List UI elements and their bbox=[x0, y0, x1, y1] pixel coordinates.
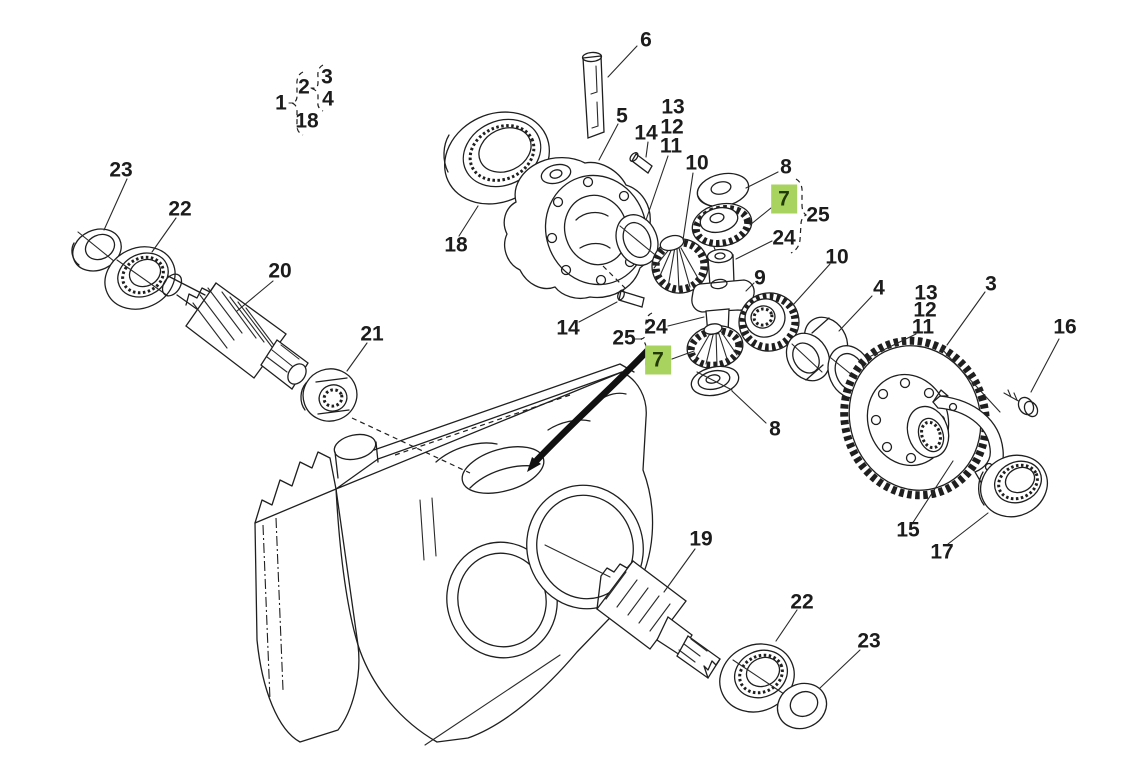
diff-case-5 bbox=[503, 156, 655, 300]
brace-group-1 bbox=[289, 71, 304, 136]
bearing-22-lower bbox=[719, 643, 795, 713]
input-shaft-assembly bbox=[71, 228, 471, 474]
pin-6 bbox=[581, 51, 605, 139]
pinion-shaft-group bbox=[544, 544, 828, 730]
bevel-gear-10-right bbox=[738, 292, 800, 352]
pin-14-lower bbox=[617, 289, 645, 308]
side-gear-7-lower bbox=[686, 323, 744, 369]
shaft-20 bbox=[161, 273, 309, 390]
ring-gear-group bbox=[840, 336, 1048, 518]
washer-stack-upper bbox=[615, 214, 659, 266]
ring-gear-3 bbox=[840, 336, 990, 500]
bearing-17 bbox=[977, 454, 1048, 518]
side-gear-7-upper bbox=[691, 202, 753, 253]
washer-8-lower bbox=[690, 365, 740, 397]
leader-lines bbox=[103, 45, 1060, 689]
housing bbox=[254, 363, 654, 746]
pin-14-upper bbox=[629, 152, 653, 174]
bevel-gear-10-upper bbox=[651, 234, 709, 294]
collar-21 bbox=[300, 368, 471, 474]
bolt-16 bbox=[1003, 389, 1039, 418]
grouping-braces bbox=[288, 64, 808, 374]
brace-25-upper bbox=[790, 178, 808, 254]
differential-assembly bbox=[443, 51, 873, 399]
brace-group-2 bbox=[310, 64, 324, 112]
bearing-22-left bbox=[104, 246, 176, 310]
insertion-arrow bbox=[527, 346, 652, 472]
pinion-shaft-19 bbox=[544, 544, 721, 679]
brace-25-left bbox=[639, 312, 654, 374]
seal-23-lower bbox=[776, 682, 828, 730]
seal-23-left bbox=[71, 228, 122, 272]
